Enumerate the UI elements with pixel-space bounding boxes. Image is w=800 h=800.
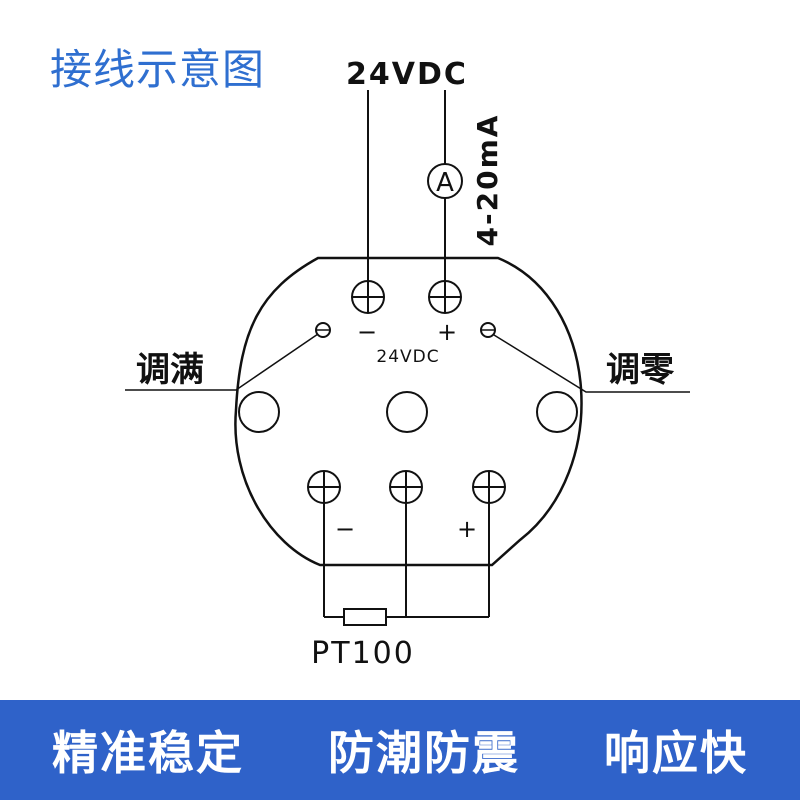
pt100-resistor bbox=[343, 608, 387, 626]
minus-sign-bottom: − bbox=[335, 515, 355, 543]
terminal-supply-plus bbox=[428, 280, 462, 314]
terminal-sensor-mid bbox=[389, 470, 423, 504]
feature-banner: 精准稳定 防潮防震 响应快 bbox=[0, 700, 800, 800]
feature-moisture-shock: 防潮防震 bbox=[328, 726, 520, 780]
supply-label-inner: 24VDC bbox=[376, 347, 439, 367]
feature-fast-response: 响应快 bbox=[604, 726, 748, 780]
diagram-title: 接线示意图 bbox=[50, 45, 266, 94]
plus-sign-bottom: + bbox=[457, 515, 477, 543]
ammeter-icon: A bbox=[427, 163, 463, 199]
ammeter-label: A bbox=[436, 168, 454, 198]
minus-sign-top: − bbox=[357, 318, 377, 346]
span-adjust-label: 调满 bbox=[136, 350, 204, 390]
mounting-hole-right bbox=[536, 391, 578, 433]
plus-sign-top: + bbox=[437, 318, 457, 346]
transmitter-body bbox=[234, 256, 583, 567]
mounting-hole-center bbox=[386, 391, 428, 433]
terminal-supply-minus bbox=[351, 280, 385, 314]
zero-leader-line bbox=[493, 334, 690, 393]
wiring-diagram: A 24VDC 4-20mA − + 24VDC 调满 调零 bbox=[125, 57, 690, 671]
terminal-sensor-minus bbox=[307, 470, 341, 504]
feature-stable: 精准稳定 bbox=[52, 726, 244, 780]
current-range-label: 4-20mA bbox=[471, 114, 504, 247]
terminal-sensor-plus bbox=[472, 470, 506, 504]
span-leader-line bbox=[125, 333, 319, 391]
zero-adjust-label: 调零 bbox=[606, 350, 675, 390]
supply-label-top: 24VDC bbox=[346, 57, 468, 92]
zero-pot-icon bbox=[480, 322, 496, 338]
mounting-hole-left bbox=[238, 391, 280, 433]
sensor-label: PT100 bbox=[311, 636, 415, 671]
span-pot-icon bbox=[315, 322, 331, 338]
